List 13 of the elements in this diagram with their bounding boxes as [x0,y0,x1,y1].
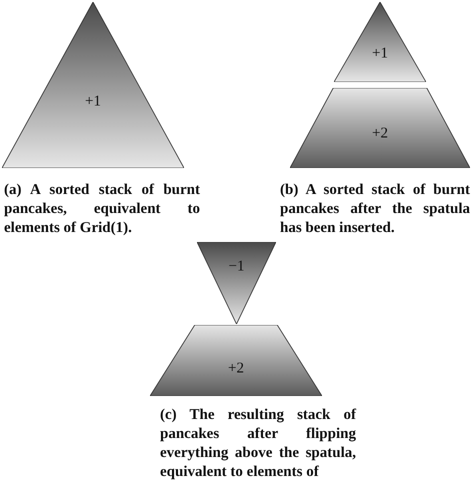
sign-label: +2 [372,126,388,143]
trapezoid-stack [290,88,470,168]
triangle-stack [334,2,426,82]
figure-caption: (c) The resulting stack of pancakes after flipping everything above the spatula, equivalent to elements of [160,406,356,482]
trapezoid-stack [150,325,322,396]
sign-label: −1 [228,258,244,276]
triangle-stack [2,2,184,168]
sign-label: +1 [372,46,388,62]
inverted-triangle-stack [197,242,276,324]
figure-caption: (a) A sorted stack of burnt pancakes, equivalent to elements of Grid(1). [4,181,200,238]
figure-caption: (b) A sorted stack of burnt pancakes after the spatula has been inserted. [280,181,470,238]
sign-label: +2 [228,360,244,378]
sign-label: +1 [85,93,101,110]
